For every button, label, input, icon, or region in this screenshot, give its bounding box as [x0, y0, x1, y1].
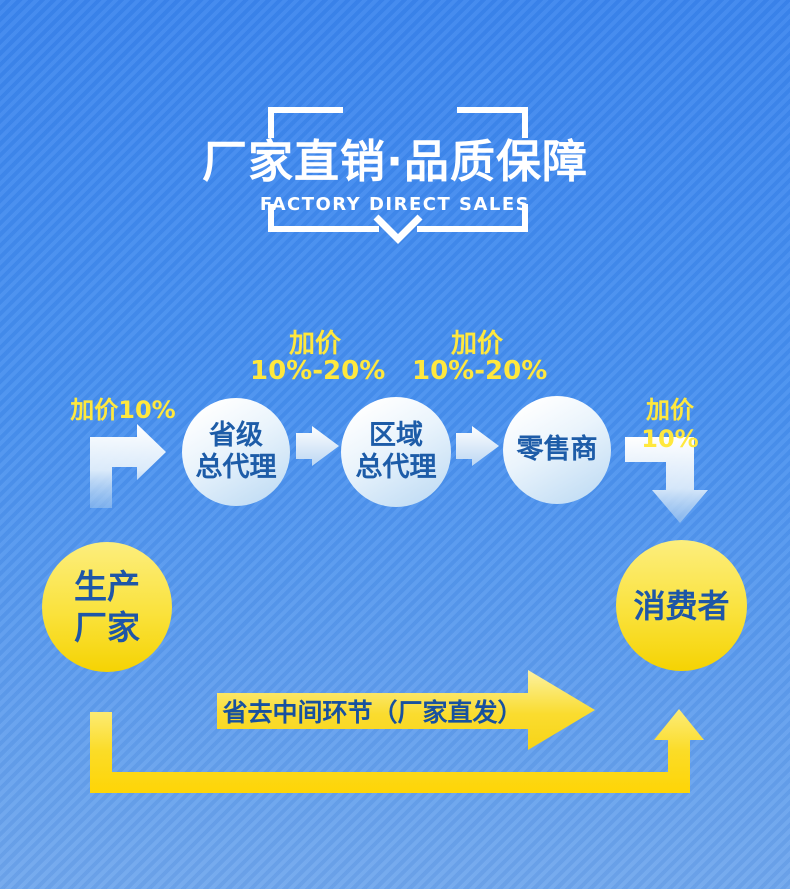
node-regional-line1: 区域 [369, 419, 423, 451]
markup-label-mid2: 加价 10%-20% [412, 329, 548, 386]
flow-arrow-1 [296, 426, 339, 466]
node-provincial-line2: 总代理 [195, 452, 277, 483]
markup-mid2-line2: 10%-20% [412, 356, 548, 386]
manufacturer-line1: 生产 [74, 566, 140, 606]
flow-arrow-2 [456, 426, 499, 466]
node-retailer-label: 零售商 [516, 433, 598, 465]
node-regional-line2: 总代理 [355, 452, 437, 483]
markup-label-mid1: 加价 10%-20% [250, 329, 386, 386]
markup-label-right: 加价10% [641, 396, 699, 453]
node-retailer: 零售商 [503, 396, 611, 504]
bent-arrow-left [90, 424, 166, 508]
markup-mid1-line1: 加价 [288, 329, 341, 359]
node-consumer: 消费者 [616, 540, 747, 671]
bottom-border [0, 889, 790, 893]
consumer-label: 消费者 [633, 586, 730, 625]
page-subtitle: FACTORY DIRECT SALES [259, 194, 531, 215]
markup-mid2-line1: 加价 [450, 329, 503, 359]
title-frame [268, 107, 528, 244]
bracket-bottom-right [417, 204, 528, 232]
markup-label-left: 加价10% [70, 396, 176, 424]
chevron-down-icon [373, 214, 423, 244]
node-provincial-line1: 省级 [209, 419, 263, 451]
bent-arrow-right [625, 437, 708, 523]
direct-arrow-label: 省去中间环节（厂家直发） [222, 698, 523, 727]
manufacturer-line2: 厂家 [74, 608, 140, 647]
bracket-bottom-left [268, 204, 379, 232]
return-path-arrow [90, 709, 704, 793]
page-title: 厂家直销·品质保障 [201, 135, 589, 188]
node-provincial-agent: 省级 总代理 [182, 398, 290, 506]
node-manufacturer: 生产 厂家 [42, 542, 172, 672]
markup-mid1-line2: 10%-20% [250, 356, 386, 386]
node-regional-agent: 区域 总代理 [341, 397, 451, 507]
direct-ship-arrow [217, 670, 595, 750]
bracket-top-left [268, 107, 343, 138]
bracket-top-right [457, 107, 528, 138]
